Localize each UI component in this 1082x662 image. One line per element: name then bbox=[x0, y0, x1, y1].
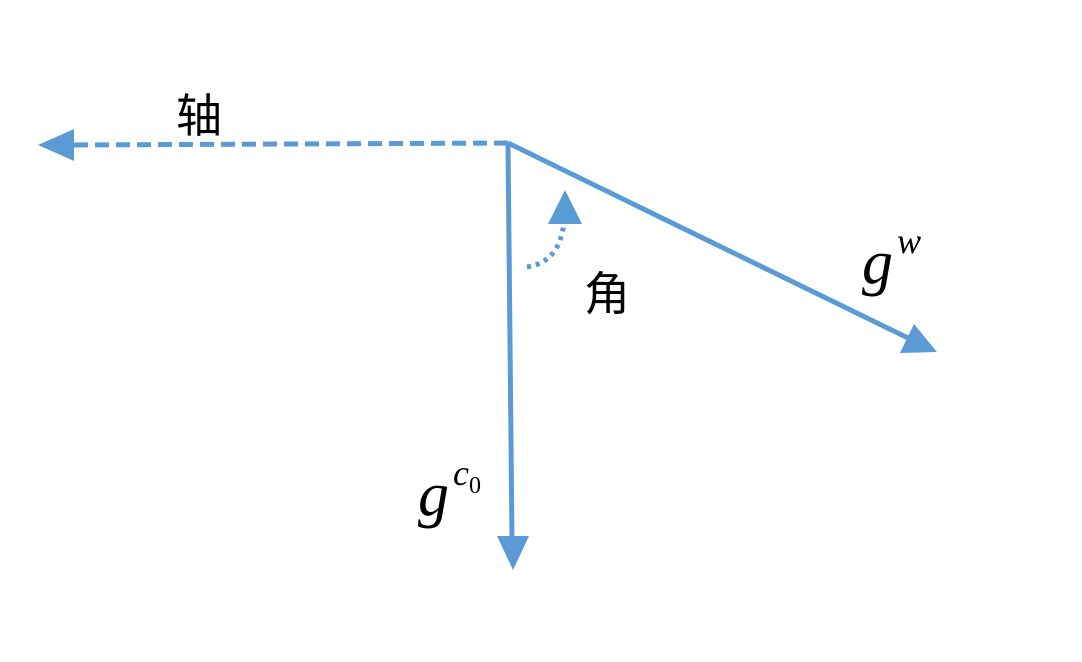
gw-superscript: w bbox=[897, 221, 922, 261]
gc0-vector-line bbox=[505, 142, 515, 541]
gc0-base: g bbox=[418, 461, 449, 529]
angle-dotted-arc bbox=[526, 221, 567, 270]
axis-arrowhead-icon bbox=[38, 129, 74, 161]
axis-label: 轴 bbox=[176, 89, 222, 143]
angle-label: 角 bbox=[584, 267, 630, 321]
gw-arrowhead-icon bbox=[900, 324, 937, 353]
angle-arrowhead-icon bbox=[548, 190, 582, 224]
axis-dashed-line bbox=[71, 140, 509, 148]
gw-base: g bbox=[862, 229, 893, 297]
gc0-superscript: c bbox=[453, 453, 469, 493]
gw-vector-line bbox=[506, 140, 910, 341]
gc0-subscript: 0 bbox=[468, 473, 481, 499]
gc0-arrowhead-icon bbox=[497, 536, 529, 570]
